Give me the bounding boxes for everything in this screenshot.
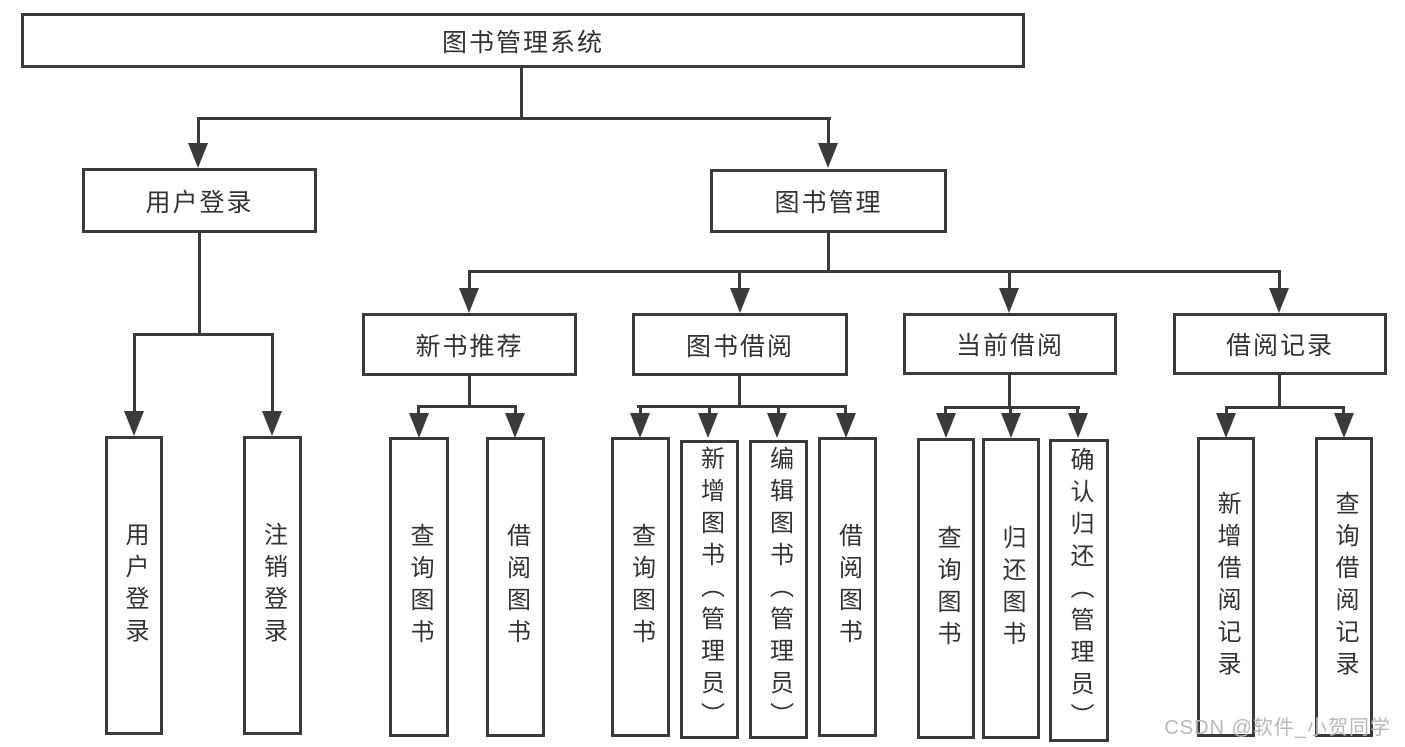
node-current-borrow: 当前借阅: [903, 313, 1117, 375]
connector-leaf-drop: [777, 405, 780, 415]
leaf-label: 查询图书: [627, 523, 655, 651]
connector-leaf-drop: [708, 405, 711, 415]
node-borrow-records: 借阅记录: [1173, 313, 1387, 375]
leaf-label: 新增借阅记录: [1213, 491, 1240, 683]
connector-login-leaf-drop: [133, 333, 136, 413]
connector-book-management-rail: [468, 270, 1281, 273]
leaf-return-books: 归还图书: [982, 438, 1040, 739]
arrow-down-icon: [188, 143, 208, 168]
leaf-label: 查询图书: [406, 523, 433, 651]
leaf-query-books-current: 查询图书: [917, 438, 975, 739]
leaf-label: 查询图书: [933, 524, 960, 653]
arrow-down-icon: [630, 413, 650, 438]
arrow-down-icon: [936, 413, 956, 438]
leaf-user-login: 用户登录: [105, 436, 163, 735]
leaf-label: 借阅图书: [834, 523, 862, 651]
connector-recommend-drop: [468, 270, 471, 290]
node-label: 用户登录: [145, 188, 254, 217]
connector-logout-leaf-drop: [271, 333, 274, 413]
connector-current-rail: [944, 406, 1080, 409]
arrow-down-icon: [1001, 413, 1021, 438]
node-label: 图书管理系统: [441, 28, 604, 57]
connector-current-drop: [1008, 270, 1011, 290]
connector-records-drop: [1278, 270, 1281, 290]
connector-leaf-drop: [1342, 406, 1345, 416]
leaf-query-borrow-record: 查询借阅记录: [1315, 437, 1373, 737]
connector-leaf-drop: [1009, 406, 1012, 416]
leaf-borrow-books-recommend: 借阅图书: [486, 437, 545, 737]
arrow-down-icon: [262, 411, 282, 436]
arrow-down-icon: [1269, 288, 1289, 313]
leaf-logout: 注销登录: [243, 436, 302, 735]
leaf-label: 编辑图书（管理员）: [765, 445, 793, 734]
arrow-down-icon: [818, 143, 838, 168]
node-new-book-recommend: 新书推荐: [362, 313, 577, 376]
arrow-down-icon: [505, 413, 525, 438]
leaf-label: 查询借阅记录: [1331, 491, 1358, 683]
connector-leaf-drop: [1076, 406, 1079, 416]
node-label: 当前借阅: [955, 332, 1064, 360]
connector-leaf-drop: [639, 405, 642, 415]
connector-records-rail: [1225, 406, 1345, 409]
connector-leaf-drop: [944, 406, 947, 416]
leaf-query-books-borrow: 查询图书: [611, 437, 670, 737]
connector-leaf-drop: [1225, 406, 1228, 416]
connector-current-stem: [1008, 375, 1011, 408]
arrow-down-icon: [698, 413, 718, 438]
arrow-down-icon: [409, 413, 429, 438]
node-book-management: 图书管理: [710, 169, 947, 233]
connector-user-login-rail: [133, 333, 274, 336]
arrow-down-icon: [836, 413, 856, 438]
connector-records-stem: [1278, 375, 1281, 408]
arrow-down-icon: [1334, 413, 1354, 438]
leaf-add-borrow-record: 新增借阅记录: [1197, 437, 1255, 737]
connector-recommend-stem: [468, 376, 471, 407]
node-label: 图书借阅: [685, 332, 794, 361]
leaf-label: 用户登录: [121, 521, 148, 650]
leaf-label: 新增图书（管理员）: [696, 445, 724, 734]
connector-borrow-rail: [637, 405, 847, 408]
connector-level1-rail: [197, 117, 831, 120]
arrow-down-icon: [124, 411, 144, 436]
connector-user-login-stem: [198, 233, 201, 335]
arrow-down-icon: [999, 288, 1019, 313]
connector-recommend-rail: [417, 405, 517, 408]
leaf-edit-books-admin: 编辑图书（管理员）: [749, 440, 808, 739]
arrow-down-icon: [459, 288, 479, 313]
connector-leaf-drop: [844, 405, 847, 415]
connector-leaf-drop: [514, 405, 517, 415]
connector-leaf-drop: [417, 405, 420, 415]
connector-root-stem: [520, 68, 523, 120]
arrow-down-icon: [1068, 413, 1088, 438]
node-root-system: 图书管理系统: [21, 13, 1025, 68]
leaf-borrow-books: 借阅图书: [818, 437, 877, 737]
connector-borrow-stem: [738, 376, 741, 407]
leaf-confirm-return-admin: 确认归还（管理员）: [1049, 439, 1109, 742]
node-label: 新书推荐: [415, 332, 524, 361]
connector-user-login-drop: [197, 117, 200, 145]
csdn-watermark: CSDN @软件_小贺同学: [1164, 717, 1391, 739]
arrow-down-icon: [730, 288, 750, 313]
leaf-label: 借阅图书: [502, 523, 530, 651]
leaf-query-books-recommend: 查询图书: [389, 437, 449, 737]
connector-borrow-drop: [738, 270, 741, 290]
leaf-label: 注销登录: [259, 521, 287, 650]
leaf-label: 确认归还（管理员）: [1066, 446, 1093, 735]
connector-book-management-drop: [827, 117, 830, 145]
node-label: 借阅记录: [1225, 332, 1334, 360]
connector-book-management-stem: [827, 233, 830, 273]
leaf-label: 归还图书: [998, 524, 1025, 653]
arrow-down-icon: [767, 413, 787, 438]
node-book-borrow: 图书借阅: [632, 313, 848, 376]
node-label: 图书管理: [774, 189, 883, 217]
node-user-login: 用户登录: [82, 168, 317, 233]
leaf-add-books-admin: 新增图书（管理员）: [680, 440, 739, 739]
arrow-down-icon: [1216, 413, 1236, 438]
